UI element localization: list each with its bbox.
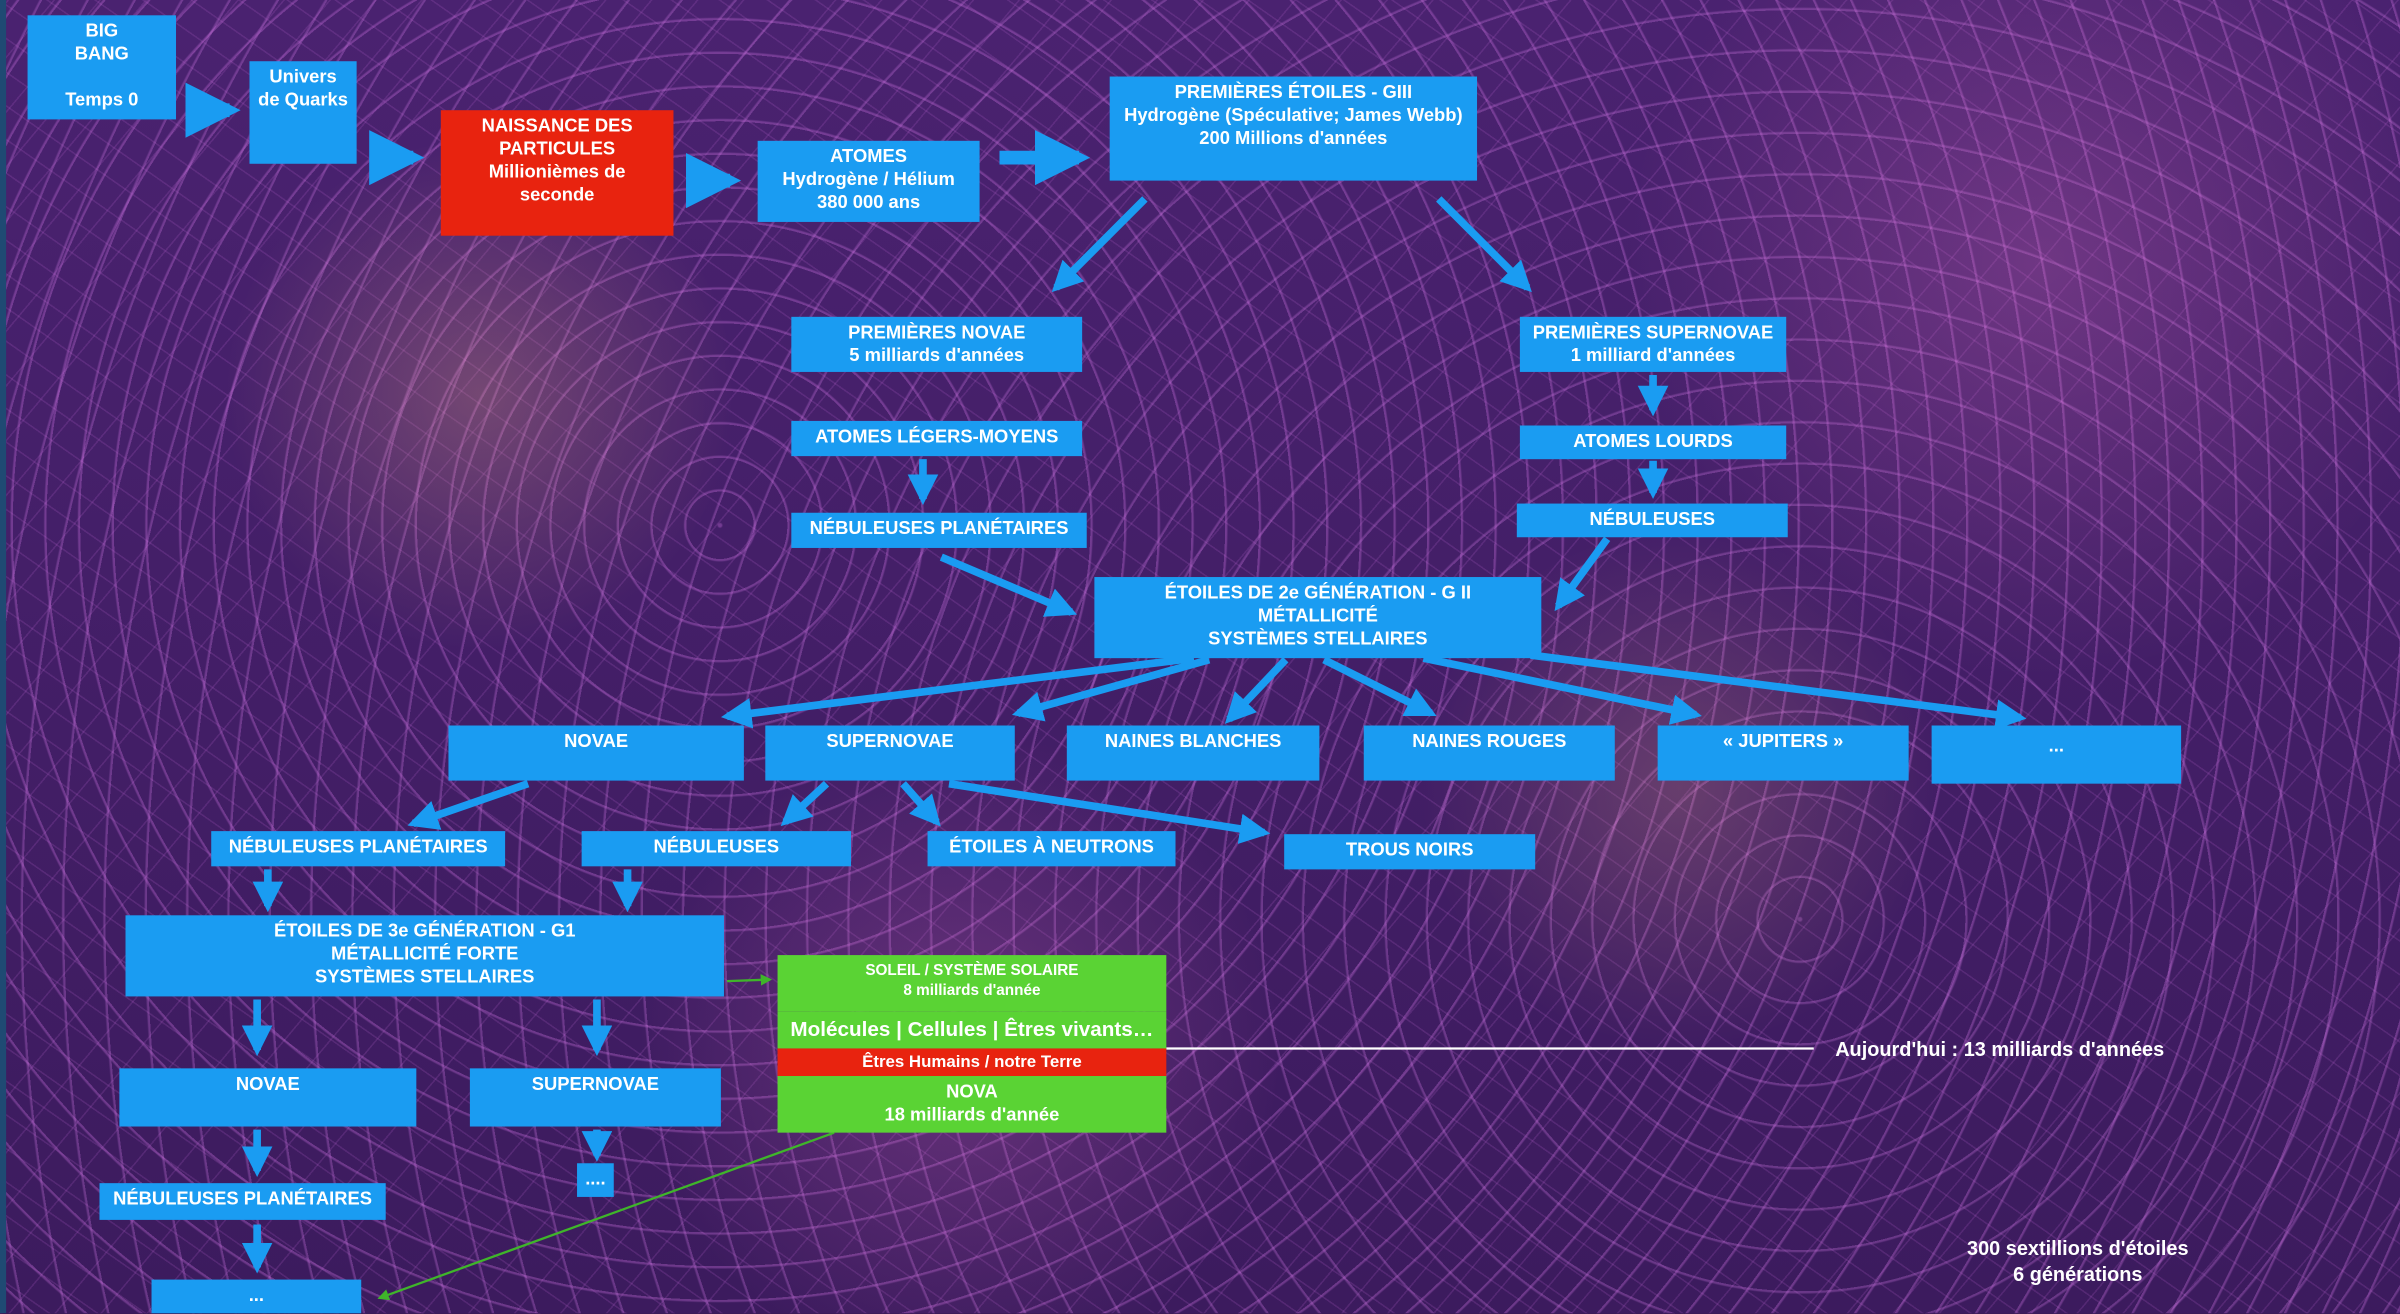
label: 5 milliards d'années (849, 344, 1025, 366)
label: BANG (74, 42, 129, 65)
label: SOLEIL / SYSTÈME SOLAIRE (865, 962, 1079, 980)
spacer (28, 66, 176, 89)
label: PARTICULES (499, 137, 616, 160)
atomes-legers-box: ATOMES LÉGERS-MOYENS (791, 420, 1083, 457)
naines-blanches-box: NAINES BLANCHES (1066, 725, 1320, 781)
gen3-more-box: ... (151, 1279, 362, 1314)
life-section: Molécules | Cellules | Êtres vivants… (777, 1011, 1167, 1049)
arrow (780, 780, 830, 827)
label: Millionièmes de (488, 160, 626, 183)
label: 18 milliards d'année (884, 1103, 1060, 1125)
label: 200 Millions d'années (1199, 127, 1388, 149)
arrow (948, 779, 1271, 845)
label: SYSTÈMES STELLAIRES (315, 965, 535, 988)
label: NOVA (946, 1080, 998, 1103)
label: PREMIÈRES NOVAE (848, 321, 1026, 343)
jupiters-box: « JUPITERS » (1657, 725, 1909, 781)
gen2-supernovae-box: SUPERNOVAE (765, 725, 1015, 781)
trous-noirs-box: TROUS NOIRS (1284, 834, 1536, 870)
arrow (1554, 536, 1611, 612)
gen3-dots-box: .... (577, 1163, 614, 1197)
gen3-supernovae-box: SUPERNOVAE (469, 1068, 721, 1127)
label: MÉTALLICITÉ (1257, 604, 1378, 627)
etoiles-neutrons-box: ÉTOILES À NEUTRONS (927, 831, 1176, 867)
more-box: ... (1931, 725, 2182, 784)
nebuleuses-planetaires-g2-box: NÉBULEUSES PLANÉTAIRES (211, 831, 506, 867)
label: Hydrogène (Spéculative; James Webb) (1124, 104, 1463, 126)
arrow (1422, 654, 1702, 725)
label: 8 milliards d'année (903, 982, 1041, 1000)
label: ÉTOILES DE 3e GÉNÉRATION - G1 (274, 919, 576, 942)
gen2-novae-box: NOVAE (448, 725, 744, 781)
humans-section: Êtres Humains / notre Terre (777, 1048, 1167, 1077)
soleil-section: SOLEIL / SYSTÈME SOLAIRE 8 milliards d'an… (777, 955, 1167, 1012)
label: PREMIÈRES ÉTOILES - GIII (1174, 81, 1413, 103)
nebuleuses-box: NÉBULEUSES (1516, 503, 1788, 538)
green-arrow (377, 1131, 835, 1301)
label: PREMIÈRES SUPERNOVAE (1532, 321, 1774, 343)
arrow (720, 654, 1195, 729)
arrow (407, 780, 530, 830)
arrow (1436, 196, 1532, 293)
label: 6 générations (2013, 1262, 2143, 1286)
nebuleuses-g2-box: NÉBULEUSES (581, 831, 852, 867)
arrow (1530, 651, 2027, 730)
arrow (1224, 657, 1289, 724)
arrow (939, 553, 1078, 617)
arrow (1322, 656, 1437, 717)
label: BIG (85, 19, 119, 42)
label: ÉTOILES DE 2e GÉNÉRATION - G II (1164, 581, 1472, 604)
arrow (1051, 196, 1148, 293)
gen3-novae-box: NOVAE (119, 1068, 417, 1127)
label: de Quarks (258, 88, 348, 111)
label: 300 sextillions d'étoiles (1967, 1236, 2189, 1260)
label: SYSTÈMES STELLAIRES (1208, 627, 1428, 649)
label: MÉTALLICITÉ FORTE (331, 942, 519, 965)
soleil-box: SOLEIL / SYSTÈME SOLAIRE 8 milliards d'an… (777, 955, 1167, 1133)
today-label: Aujourd'hui : 13 milliards d'années (1835, 1037, 2165, 1061)
label: seconde (519, 183, 595, 206)
green-arrow (726, 974, 773, 986)
label: Hydrogène / Hélium (782, 168, 955, 190)
gen3-nebuleuses-box: NÉBULEUSES PLANÉTAIRES (99, 1183, 386, 1220)
label: ATOMES (830, 145, 908, 167)
label: 380 000 ans (817, 191, 921, 213)
label: 1 milliard d'années (1570, 344, 1736, 366)
arrow (900, 781, 941, 827)
label: Univers (269, 65, 337, 88)
naines-rouges-box: NAINES ROUGES (1363, 725, 1615, 781)
label: Temps 0 (65, 88, 139, 111)
nebuleuses-planetaires-box: NÉBULEUSES PLANÉTAIRES (791, 512, 1087, 548)
atomes-lourds-box: ATOMES LOURDS (1519, 425, 1787, 460)
label: NAISSANCE DES (481, 114, 633, 137)
arrow (1011, 656, 1211, 722)
